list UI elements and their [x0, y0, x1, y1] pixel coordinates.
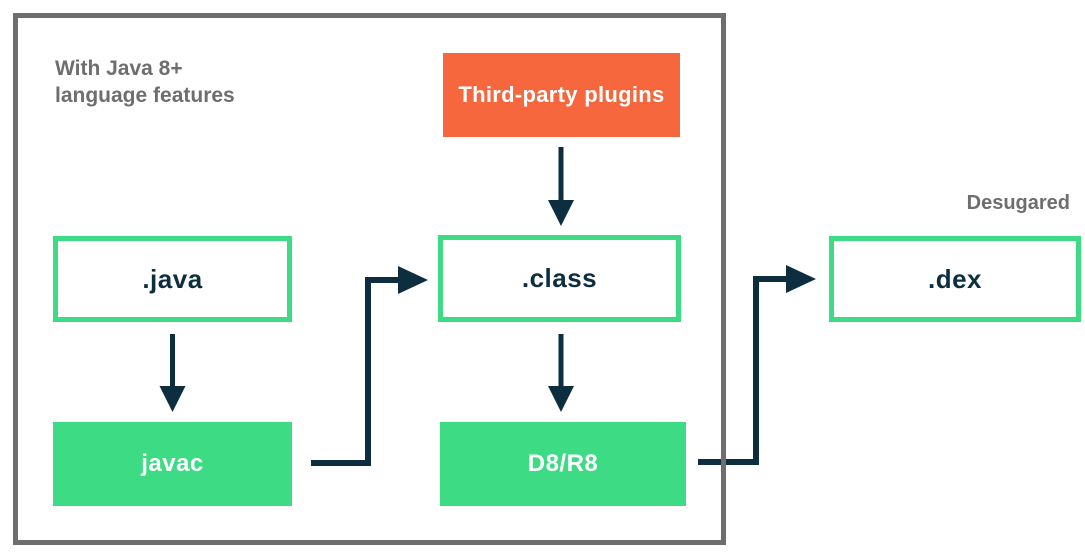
node-class: .class [438, 235, 681, 322]
node-java: .java [53, 236, 292, 322]
node-java-label: .java [142, 263, 203, 294]
node-class-label: .class [521, 263, 598, 293]
node-third-party-plugins-label: Third-party plugins [458, 82, 665, 107]
arrow-class-to-d8r8 [548, 334, 574, 412]
arrow-d8r8-to-dex [698, 265, 816, 465]
node-third-party-plugins: Third-party plugins [443, 53, 680, 137]
node-javac: javac [53, 422, 292, 506]
node-dex-label: .dex [927, 263, 983, 294]
node-d8r8-label: D8/R8 [527, 450, 599, 477]
annotation-line1: With Java 8+ [55, 57, 183, 80]
annotation-java8-features: With Java 8+ language features [55, 55, 235, 109]
desugared-label: Desugared [966, 192, 1070, 214]
arrow-thirdparty-to-class [548, 147, 574, 226]
arrow-java-to-javac [159, 334, 186, 412]
arrow-javac-to-class [311, 266, 428, 466]
node-d8r8: D8/R8 [440, 422, 686, 506]
node-dex: .dex [829, 236, 1081, 322]
node-javac-label: javac [141, 450, 204, 477]
annotation-line2: language features [55, 84, 235, 107]
